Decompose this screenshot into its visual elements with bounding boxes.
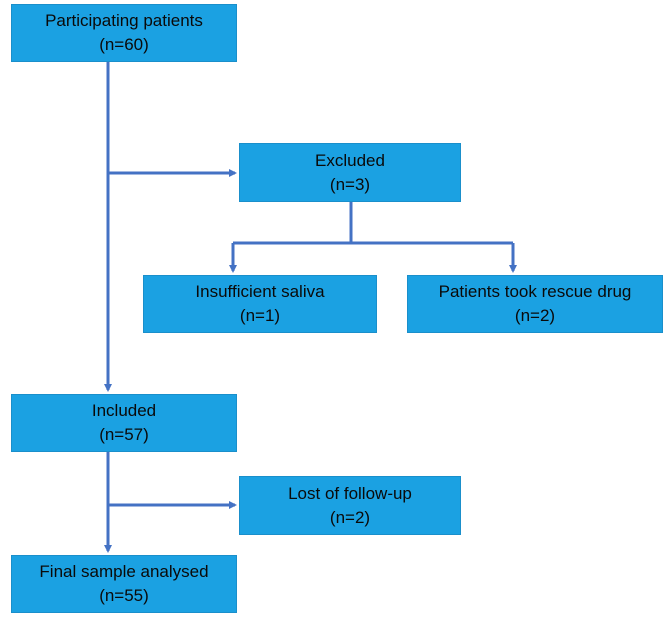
- rescue-drug-count: (n=2): [514, 306, 556, 325]
- insufficient-saliva-count: (n=1): [239, 306, 281, 325]
- rescue-drug-title: Patients took rescue drug: [438, 282, 632, 301]
- lost-followup-count: (n=2): [329, 507, 371, 527]
- participating-patients-box: Participating patients (n=60): [11, 4, 237, 62]
- included-count: (n=57): [99, 425, 149, 444]
- final-sample-count: (n=55): [99, 586, 149, 605]
- final-sample-title: Final sample analysed: [39, 562, 209, 581]
- final-sample-box: Final sample analysed (n=55): [11, 555, 237, 613]
- excluded-title: Excluded: [315, 150, 385, 170]
- excluded-box: Excluded (n=3): [239, 143, 461, 202]
- rescue-drug-box: Patients took rescue drug (n=2): [407, 275, 663, 333]
- lost-followup-box: Lost of follow-up (n=2): [239, 476, 461, 535]
- participating-patients-count: (n=60): [99, 35, 149, 54]
- participating-patients-title: Participating patients: [45, 11, 203, 30]
- lost-followup-title: Lost of follow-up: [288, 483, 412, 503]
- included-title: Included: [91, 401, 157, 420]
- included-box: Included (n=57): [11, 394, 237, 452]
- excluded-count: (n=3): [329, 174, 371, 194]
- insufficient-saliva-box: Insufficient saliva (n=1): [143, 275, 377, 333]
- insufficient-saliva-title: Insufficient saliva: [195, 282, 325, 301]
